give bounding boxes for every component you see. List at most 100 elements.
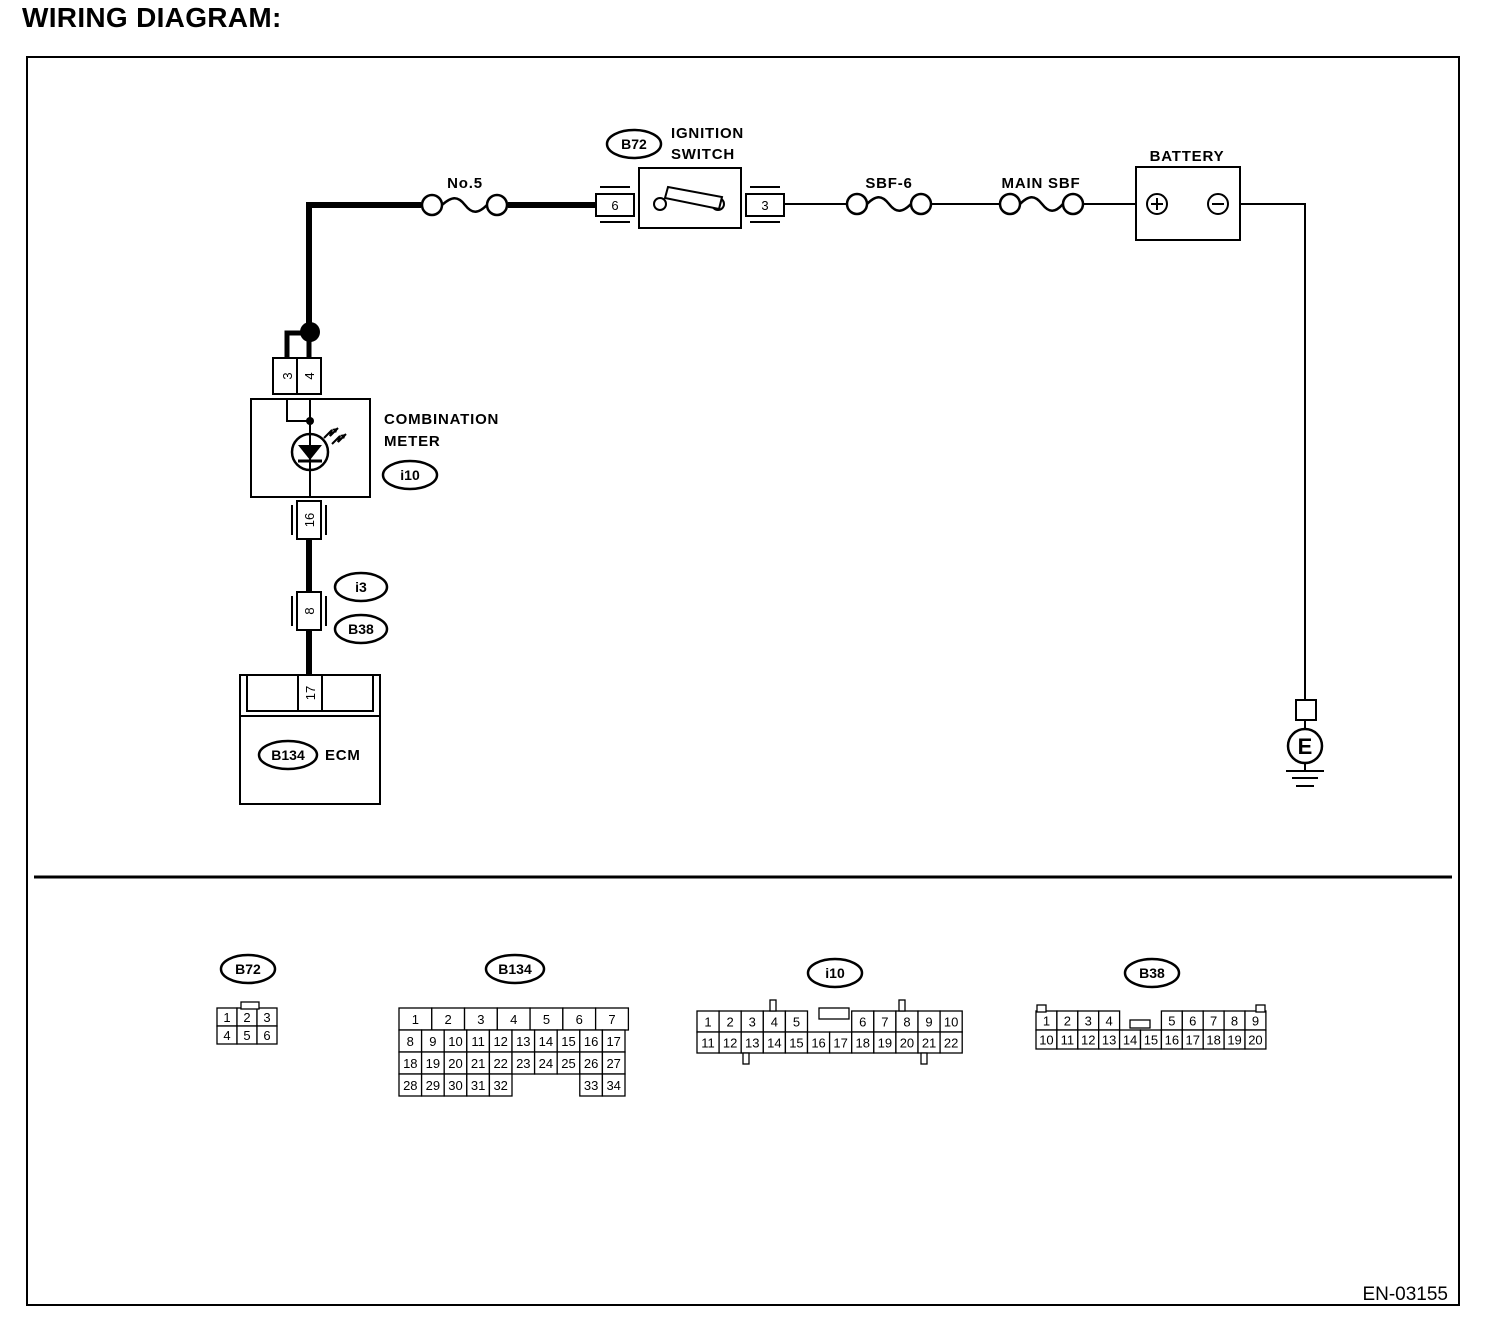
face-tag-label-b72: B72 <box>235 961 261 977</box>
figure-code: EN-03155 <box>1362 1284 1448 1305</box>
face-cell-label: 3 <box>1085 1014 1092 1029</box>
face-tag-i10 <box>806 957 864 989</box>
face-cell-label: 27 <box>606 1056 620 1071</box>
face-cell-label: 21 <box>471 1056 485 1071</box>
face-cell-label: 11 <box>471 1034 485 1049</box>
face-cell-label: 20 <box>448 1056 462 1071</box>
face-cell-label: 3 <box>263 1010 270 1025</box>
battery-label: BATTERY <box>1150 148 1225 165</box>
face-cell-label: 4 <box>223 1028 230 1043</box>
face-cell-label: 1 <box>704 1015 711 1030</box>
face-cell-label: 11 <box>1061 1033 1075 1048</box>
face-cell-label: 4 <box>1106 1014 1113 1029</box>
face-cell-b72 <box>256 1025 278 1045</box>
face-latch <box>1129 1019 1151 1029</box>
face-cell-label: 6 <box>859 1015 866 1030</box>
face-cell-label: 5 <box>243 1028 250 1043</box>
inline-tag-b38: B38 <box>348 621 374 637</box>
face-cell-b38 <box>1244 1029 1267 1050</box>
face-cell-label: 6 <box>1189 1014 1196 1029</box>
face-cell-label: 4 <box>510 1012 517 1027</box>
switch-label-line1: IGNITION <box>671 125 744 142</box>
fuse-no5-label: No.5 <box>447 175 483 192</box>
switch-connector-tag: B72 <box>621 136 647 152</box>
fuse-main-sbf: MAIN SBF <box>998 175 1085 216</box>
meter-pin-3: 3 <box>280 372 295 379</box>
face-cell-label: 12 <box>493 1034 507 1049</box>
face-cell-label: 34 <box>606 1078 620 1093</box>
splice-dot <box>300 322 320 342</box>
face-cell-label: 7 <box>1210 1014 1217 1029</box>
face-cell-label: 14 <box>1123 1033 1137 1048</box>
inline-connector: 8 i3 B38 <box>291 571 389 645</box>
switch-label-line2: SWITCH <box>671 146 735 163</box>
face-cell-label: 13 <box>1102 1033 1116 1048</box>
face-cell-label: 19 <box>878 1036 892 1051</box>
ground-label: E <box>1298 734 1313 759</box>
face-cell-label: 31 <box>471 1078 485 1093</box>
face-cell-label: 17 <box>833 1036 847 1051</box>
face-cell-label: 22 <box>944 1036 958 1051</box>
face-cell-label: 14 <box>767 1036 781 1051</box>
face-latch <box>818 1007 850 1020</box>
diagram-title: WIRING DIAGRAM: <box>22 2 282 33</box>
face-cell-label: 4 <box>771 1015 778 1030</box>
face-cell-label: 20 <box>900 1036 914 1051</box>
face-cell-label: 2 <box>445 1012 452 1027</box>
meter-connector-tag: i10 <box>400 467 420 483</box>
battery: BATTERY <box>1135 148 1241 241</box>
face-cell-label: 2 <box>727 1015 734 1030</box>
face-tag-b72 <box>219 953 277 985</box>
inline-pin-8: 8 <box>302 607 317 614</box>
face-cell-label: 16 <box>584 1034 598 1049</box>
ecm: 17 B134 ECM <box>239 674 381 805</box>
face-cell-label: 14 <box>539 1034 553 1049</box>
face-cell-label: 1 <box>223 1010 230 1025</box>
face-latch <box>898 999 906 1012</box>
face-cell-label: 18 <box>1206 1033 1220 1048</box>
face-tag-label-b38: B38 <box>1139 965 1165 981</box>
ecm-label: ECM <box>325 747 361 764</box>
face-cell-label: 6 <box>576 1012 583 1027</box>
sbf6-label: SBF-6 <box>865 175 912 192</box>
face-cell-label: 30 <box>448 1078 462 1093</box>
face-cell-label: 26 <box>584 1056 598 1071</box>
face-latch <box>1036 1004 1047 1013</box>
face-latch <box>1255 1004 1266 1013</box>
face-cell-label: 29 <box>426 1078 440 1093</box>
face-cell-label: 7 <box>608 1012 615 1027</box>
face-cell-label: 28 <box>403 1078 417 1093</box>
face-cell-label: 13 <box>745 1036 759 1051</box>
ecm-connector-tag: B134 <box>271 747 305 763</box>
wire-battery-to-ground <box>1238 203 1306 700</box>
face-cell-label: 18 <box>856 1036 870 1051</box>
switch-pin-3: 3 <box>761 198 768 213</box>
face-cell-label: 12 <box>723 1036 737 1051</box>
ecm-pin-17: 17 <box>303 686 318 700</box>
face-cell-label: 5 <box>543 1012 550 1027</box>
face-cell-label: 2 <box>243 1010 250 1025</box>
ignition-switch: 6 3 B72 IGNITION SWITCH <box>595 125 785 229</box>
face-cell-label: 17 <box>606 1034 620 1049</box>
face-cell-label: 11 <box>701 1036 715 1051</box>
face-latch <box>769 999 777 1012</box>
face-cell-label: 20 <box>1248 1033 1262 1048</box>
face-cell-label: 25 <box>561 1056 575 1071</box>
face-cell-label: 1 <box>412 1012 419 1027</box>
face-cell-label: 8 <box>1231 1014 1238 1029</box>
face-cell-label: 15 <box>1144 1033 1158 1048</box>
wire-meter-to-fuse-no5 <box>306 202 421 333</box>
face-cell-b134 <box>488 1073 513 1097</box>
face-cell-label: 3 <box>477 1012 484 1027</box>
inline-tag-i3: i3 <box>355 579 367 595</box>
face-cell-label: 15 <box>561 1034 575 1049</box>
face-cell-label: 16 <box>1165 1033 1179 1048</box>
face-cell-label: 9 <box>429 1034 436 1049</box>
face-latch <box>920 1052 928 1065</box>
meter-pin-4: 4 <box>302 372 317 379</box>
face-cell-label: 7 <box>881 1015 888 1030</box>
face-cell-label: 1 <box>1043 1014 1050 1029</box>
face-cell-label: 17 <box>1186 1033 1200 1048</box>
